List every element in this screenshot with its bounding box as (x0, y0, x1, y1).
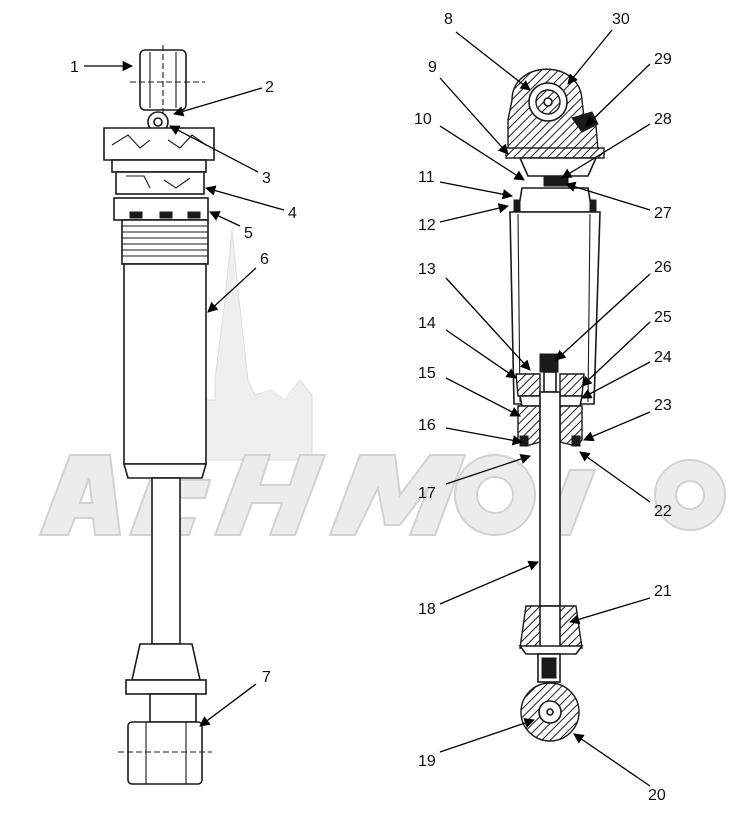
callout-1: 1 (70, 59, 79, 76)
shock-cross-section (505, 68, 605, 742)
callout-8: 8 (444, 11, 453, 28)
callout-5: 5 (244, 225, 253, 242)
callout-28: 28 (654, 111, 672, 128)
callout-3: 3 (262, 170, 271, 187)
callout-14: 14 (418, 315, 436, 332)
callout-16: 16 (418, 417, 436, 434)
upper-mount-cap (103, 127, 215, 161)
callout-26: 26 (654, 259, 672, 276)
callout-9: 9 (428, 59, 437, 76)
callout-11: 11 (418, 169, 435, 186)
floating-piston (517, 187, 593, 213)
callout-labels: 1 2 3 4 5 6 7 8 9 10 11 12 13 14 15 16 1… (70, 11, 672, 804)
callout-20: 20 (648, 787, 666, 804)
callout-22: 22 (654, 503, 672, 520)
bump-stop (131, 643, 201, 681)
callout-30: 30 (612, 11, 630, 28)
callout-15: 15 (418, 365, 436, 382)
callout-29: 29 (654, 51, 672, 68)
adjuster-collar (115, 171, 205, 195)
piston-nut (539, 353, 559, 373)
cap-ring (111, 159, 207, 173)
callout-27: 27 (654, 205, 672, 222)
threaded-body (121, 219, 209, 265)
leader-lines (84, 29, 651, 787)
callout-17: 17 (418, 485, 436, 502)
piston-assembly (515, 373, 541, 397)
callout-13: 13 (418, 261, 436, 278)
callout-24: 24 (654, 349, 672, 366)
callout-10: 10 (414, 111, 432, 128)
cylinder-body (509, 211, 601, 405)
callout-6: 6 (260, 251, 269, 268)
piston-rod (151, 477, 181, 645)
piston-rod-section (539, 391, 561, 615)
shock-body (123, 263, 207, 465)
lower-mount-plate (125, 679, 207, 695)
floating-piston-cap (543, 175, 569, 187)
callout-7: 7 (262, 669, 271, 686)
callout-21: 21 (654, 583, 672, 600)
callout-12: 12 (418, 217, 436, 234)
callout-2: 2 (265, 79, 274, 96)
callout-25: 25 (654, 309, 672, 326)
callout-4: 4 (288, 205, 297, 222)
cap-seal-ring (505, 147, 605, 159)
callout-19: 19 (418, 753, 436, 770)
lower-eye (127, 721, 203, 785)
callout-23: 23 (654, 397, 672, 414)
shock-exterior-view (103, 45, 215, 785)
callout-18: 18 (418, 601, 436, 618)
